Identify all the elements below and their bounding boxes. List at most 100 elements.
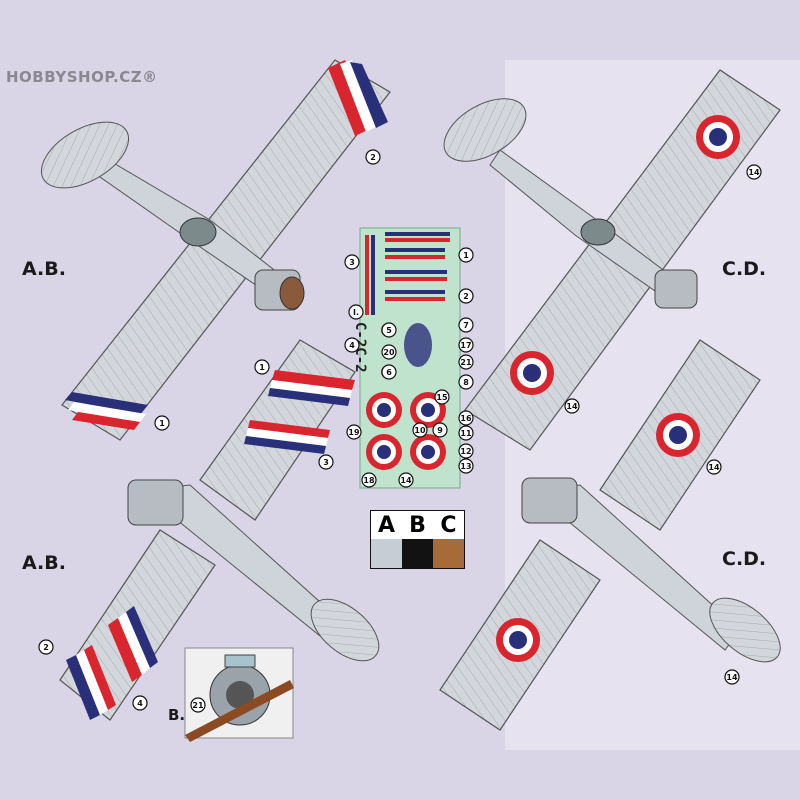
variant-label-cd-top: C.D. — [722, 258, 767, 280]
callout-marker: 3 — [344, 254, 360, 270]
roundel — [496, 618, 540, 662]
callout-label: 20 — [383, 348, 395, 357]
callout-label: 1 — [463, 251, 469, 260]
callout-marker: 2 — [365, 149, 381, 165]
aircraft-cd-top — [443, 69, 781, 451]
callout-label: 2 — [463, 292, 469, 301]
stripe-2-r — [84, 645, 116, 710]
propeller — [185, 680, 294, 742]
callout-marker: 21 — [458, 354, 474, 370]
variant-label-ab-bottom: A.B. — [22, 552, 66, 574]
callout-marker: 5 — [381, 322, 397, 338]
callout-label: 3 — [323, 458, 329, 467]
callout-marker: 2 — [38, 639, 54, 655]
stripe-3 — [248, 420, 330, 438]
callout-label: 17 — [460, 341, 471, 350]
paint-chip: B — [402, 511, 433, 568]
aircraft-ab-bottom — [59, 339, 380, 721]
callout-marker: 2 — [458, 288, 474, 304]
callout-marker: 16 — [458, 410, 474, 426]
roundel — [656, 413, 700, 457]
callout-marker: 11 — [458, 425, 474, 441]
stripe-1-b — [268, 388, 350, 406]
watermark: HOBBYSHOP.CZ® — [6, 68, 158, 86]
callout-marker: 1 — [458, 247, 474, 263]
variant-label-cd-bottom: C.D. — [722, 548, 767, 570]
wing-stripe-root — [65, 392, 148, 414]
paint-chip: C — [433, 511, 464, 568]
callout-label: I. — [353, 308, 359, 317]
paint-chip: A — [371, 511, 402, 568]
callout-marker: 10 — [412, 422, 428, 438]
spinner — [279, 276, 305, 310]
engine — [127, 479, 184, 526]
engine-detail-inset — [184, 647, 294, 742]
callout-label: 11 — [460, 429, 472, 438]
roundel — [510, 351, 554, 395]
tailplane — [310, 598, 380, 662]
callout-label: 8 — [463, 378, 469, 387]
stripe-3-w — [246, 428, 328, 446]
paint-chip-label: B — [402, 511, 433, 539]
callout-label: 1 — [259, 363, 265, 372]
callout-marker: I. — [348, 304, 364, 320]
callout-marker: 14 — [724, 669, 740, 685]
engine — [521, 477, 578, 524]
callout-marker: 6 — [381, 364, 397, 380]
roundel — [696, 115, 740, 159]
callout-label: 18 — [363, 476, 375, 485]
callout-marker: 8 — [458, 374, 474, 390]
callout-marker: 21 — [190, 697, 206, 713]
engine — [654, 269, 698, 309]
callout-marker: 17 — [458, 337, 474, 353]
callout-marker: 14 — [398, 472, 414, 488]
callout-label: 4 — [349, 341, 355, 350]
callout-label: 10 — [414, 426, 426, 435]
callout-label: 5 — [386, 326, 392, 335]
stripe-1-w — [270, 380, 352, 398]
callout-marker: 15 — [434, 389, 450, 405]
stripe-2-w — [76, 650, 108, 715]
callout-label: 14 — [566, 402, 578, 411]
callout-marker: 4 — [132, 695, 148, 711]
variant-label-ab-top: A.B. — [22, 258, 66, 280]
callout-label: 1 — [159, 419, 165, 428]
callout-label: 14 — [748, 168, 760, 177]
cockpit — [580, 218, 616, 246]
wing-stripe-tip-white — [340, 60, 378, 132]
callout-label: 16 — [460, 414, 472, 423]
variant-label-inset: B. — [168, 706, 186, 724]
callout-label: 7 — [463, 321, 469, 330]
aircraft-cd-bottom — [439, 339, 781, 731]
tailplane — [709, 597, 781, 663]
stripe-4-w — [118, 612, 150, 675]
callout-marker: 4 — [344, 337, 360, 353]
tailplane — [443, 98, 527, 162]
stripe-4 — [108, 618, 142, 682]
callout-label: 6 — [386, 368, 392, 377]
callout-marker: 1 — [154, 415, 170, 431]
cockpit — [179, 217, 217, 247]
callout-marker: 1 — [254, 359, 270, 375]
callout-label: 19 — [348, 428, 360, 437]
callout-marker: 7 — [458, 317, 474, 333]
wing-stripe-root-white — [68, 402, 146, 422]
callout-label: 2 — [370, 153, 376, 162]
callout-label: 15 — [436, 393, 448, 402]
wing-stripe-root-red — [72, 412, 140, 430]
callout-label: 14 — [400, 476, 412, 485]
paint-chip-color — [371, 539, 402, 568]
callout-label: 21 — [192, 701, 204, 710]
aircraft-ab-top — [40, 59, 391, 441]
stripe-3-b — [244, 436, 326, 454]
callout-marker: 14 — [746, 164, 762, 180]
callout-label: 3 — [349, 258, 355, 267]
paint-chip-label: C — [433, 511, 464, 539]
stripe-4-b — [126, 606, 158, 668]
callout-label: 14 — [708, 463, 720, 472]
callout-label: 14 — [726, 673, 738, 682]
stripe-1 — [272, 370, 355, 390]
callout-label: 12 — [460, 447, 471, 456]
callout-marker: 14 — [564, 398, 580, 414]
